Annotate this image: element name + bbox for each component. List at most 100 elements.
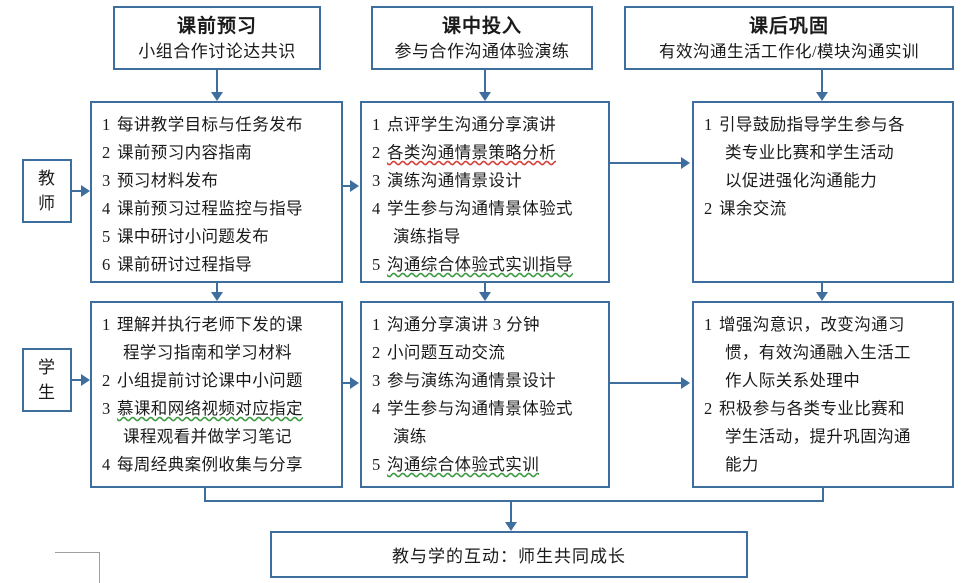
teacher-in-class-item-text: 各类沟通情景策略分析 (387, 143, 556, 162)
role-teacher-char2: 师 (38, 194, 56, 213)
teacher-post-class-item-text: 以促进强化沟通能力 (725, 171, 878, 190)
teacher-post-class-item-number: 1 (704, 115, 713, 134)
teacher-pre-class-item-text: 预习材料发布 (117, 171, 219, 190)
student-in-class-item-text: 学生参与沟通情景体验式 (387, 399, 573, 418)
header-title-in-class: 课中投入 (441, 16, 522, 37)
teacher-in-class-item-number: 1 (372, 115, 381, 134)
student-in-class-item: 4 学生参与沟通情景体验式 (372, 395, 602, 423)
teacher-post-class-item: 1 引导鼓励指导学生参与各 (704, 111, 946, 139)
student-pre-class-item-text: 程学习指南和学习材料 (123, 343, 292, 362)
header-box-pre-class: 课前预习 小组合作讨论达共识 (113, 6, 321, 70)
arrowhead-header1-to-teacher1 (211, 92, 223, 101)
connector-student1-to-student2 (343, 382, 352, 384)
teacher-pre-class-item-number: 6 (102, 255, 111, 274)
page-crop-mark (55, 552, 100, 583)
student-pre-class-item-number: 3 (102, 399, 111, 418)
connector-teacher2-to-teacher3 (610, 162, 684, 164)
teacher-in-class-item: 5 沟通综合体验式实训指导 (372, 251, 602, 279)
arrowhead-teacher3-to-student3 (816, 292, 828, 301)
teacher-pre-class-item-number: 5 (102, 227, 111, 246)
student-in-class-item-text: 小问题互动交流 (387, 343, 506, 362)
teacher-in-class-item: 4 学生参与沟通情景体验式 (372, 195, 602, 223)
header-subtitle-post-class: 有效沟通生活工作化/模块沟通实训 (658, 42, 920, 61)
student-post-class-item-text: 学生活动，提升巩固沟通 (725, 427, 911, 446)
header-subtitle-pre-class: 小组合作讨论达共识 (138, 42, 296, 61)
arrowhead-header2-to-teacher2 (479, 92, 491, 101)
teacher-in-class-item-number: 4 (372, 199, 381, 218)
teacher-in-class-item-text: 演练指导 (393, 227, 461, 246)
teacher-pre-class-item-text: 课前研讨过程指导 (117, 255, 253, 274)
student-post-class-item-text: 惯，有效沟通融入生活工 (725, 343, 911, 362)
student-post-class-item-text: 增强沟意识，改变沟通习 (719, 315, 905, 334)
role-student-char1: 学 (38, 358, 56, 377)
student-in-class-item: 3 参与演练沟通情景设计 (372, 367, 602, 395)
connector-bottom-rail (204, 500, 824, 502)
arrowhead-teacher2-to-teacher3 (681, 157, 690, 169)
role-label-teacher: 教 师 (22, 159, 72, 223)
student-post-class-item: 学生活动，提升巩固沟通 (704, 423, 946, 451)
student-in-class-item-text: 沟通分享演讲 3 分钟 (387, 315, 540, 334)
teacher-post-class-item-text: 引导鼓励指导学生参与各 (719, 115, 905, 134)
student-pre-class-item-text: 每周经典案例收集与分享 (117, 455, 303, 474)
student-pre-class-item-text: 小组提前讨论课中小问题 (117, 371, 303, 390)
student-pre-class-item-number: 1 (102, 315, 111, 334)
student-post-class-item: 惯，有效沟通融入生活工 (704, 339, 946, 367)
student-pre-class-item: 程学习指南和学习材料 (102, 339, 335, 367)
connector-header1-to-teacher1 (216, 70, 218, 92)
teacher-pre-class-item: 6 课前研讨过程指导 (102, 251, 335, 279)
teacher-in-class-item-number: 3 (372, 171, 381, 190)
teacher-pre-class-item-number: 4 (102, 199, 111, 218)
connector-student1-stub-down (204, 488, 206, 501)
connector-student2-to-student3 (610, 382, 684, 384)
teacher-post-class-item-number: 2 (704, 199, 713, 218)
student-pre-class-item: 3 慕课和网络视频对应指定 (102, 395, 335, 423)
teacher-in-class-item-text: 学生参与沟通情景体验式 (387, 199, 573, 218)
student-post-class-item-number: 1 (704, 315, 713, 334)
teacher-in-class-item-number: 2 (372, 143, 381, 162)
teacher-in-class-item-number: 5 (372, 255, 381, 274)
role-label-student: 学 生 (22, 348, 72, 412)
teacher-in-class-item: 演练指导 (372, 223, 602, 251)
arrowhead-student1-to-student2 (350, 377, 359, 389)
header-box-post-class: 课后巩固 有效沟通生活工作化/模块沟通实训 (624, 6, 954, 70)
teacher-post-class-item: 类专业比赛和学生活动 (704, 139, 946, 167)
student-post-class-item-number: 2 (704, 399, 713, 418)
connector-teacher2-to-student2 (484, 283, 486, 293)
connector-header3-to-teacher3 (821, 70, 823, 92)
student-in-class-item-text: 参与演练沟通情景设计 (387, 371, 556, 390)
teacher-in-class-item-text: 沟通综合体验式实训指导 (387, 255, 573, 274)
student-pre-class-item-text: 慕课和网络视频对应指定 (117, 399, 303, 418)
student-post-class-item: 能力 (704, 451, 946, 479)
connector-rail-to-banner (510, 500, 512, 523)
connector-teacher3-to-student3 (821, 283, 823, 293)
student-in-class-item-number: 4 (372, 399, 381, 418)
arrowhead-student2-to-student3 (681, 377, 690, 389)
student-in-class-item-number: 5 (372, 455, 381, 474)
teacher-post-class-item: 以促进强化沟通能力 (704, 167, 946, 195)
role-teacher-char1: 教 (38, 169, 56, 188)
student-in-class-item: 演练 (372, 423, 602, 451)
student-post-class-item-text: 作人际关系处理中 (725, 371, 861, 390)
teacher-post-class-item-text: 课余交流 (719, 199, 787, 218)
arrowhead-teacher1-to-student1 (211, 292, 223, 301)
connector-student-role-to-box (72, 379, 82, 381)
student-in-class-item-number: 3 (372, 371, 381, 390)
connector-student3-stub-down (822, 488, 824, 501)
arrowhead-header3-to-teacher3 (816, 92, 828, 101)
